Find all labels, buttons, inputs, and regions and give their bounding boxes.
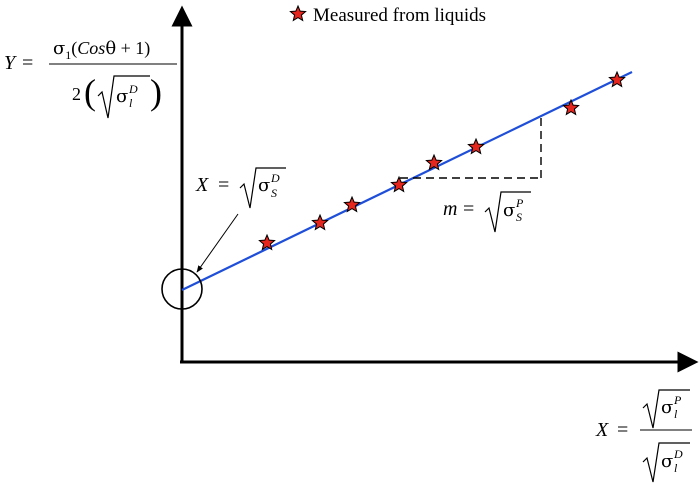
fit-line [181, 71, 633, 291]
slope-lhs: m [443, 198, 457, 220]
x-formula-denominator-sqrt-icon [642, 442, 690, 483]
data-point-star [467, 137, 485, 155]
intercept-sup: D [270, 171, 280, 185]
y-formula-numerator: σ1(Cosθ + 1) [53, 38, 150, 62]
y-formula-denominator: σ [116, 86, 128, 107]
slope-sigma: σ [503, 200, 515, 221]
intercept-sqrt-icon [239, 167, 286, 209]
x-formula-numerator-sigma: σ [661, 397, 673, 418]
y-formula-equals: = [22, 52, 33, 74]
data-point-star [608, 70, 626, 88]
y-formula-open-paren: ( [84, 72, 96, 112]
x-formula-denominator-sub: l [674, 461, 678, 475]
x-formula-numerator-sup: P [673, 393, 682, 407]
y-axis-formula: Y = σ1(Cosθ + 1) 2 ( σ D l ) [4, 38, 177, 119]
x-formula-equals: = [617, 419, 628, 441]
intercept-formula: X = σ D S [195, 167, 286, 209]
slope-sup: P [515, 196, 524, 210]
data-point-star [390, 175, 408, 193]
data-point-star [343, 195, 361, 213]
legend: Measured from liquids [289, 4, 486, 26]
legend-label: Measured from liquids [313, 5, 486, 26]
intercept-equals: = [218, 174, 229, 196]
y-formula-denominator-coef: 2 [72, 84, 81, 104]
intercept-lhs: X [195, 174, 209, 196]
intercept-pointer-arrow [196, 213, 239, 273]
x-formula-numerator-sqrt-icon [642, 389, 690, 429]
x-formula-numerator-sub: l [674, 407, 678, 421]
legend-star-icon [289, 4, 307, 22]
x-formula-lhs: X [595, 419, 609, 441]
legend-star-shape [289, 4, 307, 22]
intercept-sub: S [271, 186, 277, 200]
y-formula-sqrt-icon [97, 75, 150, 119]
slope-sqrt-icon [484, 191, 531, 233]
x-formula-denominator-sup: D [673, 447, 683, 461]
data-point-star [425, 153, 443, 171]
data-point-star [311, 213, 329, 231]
data-points [258, 70, 626, 251]
data-point-star [258, 233, 276, 251]
data-point-star [562, 98, 580, 116]
slope-equals: = [463, 198, 474, 220]
x-axis-formula: X = σ P l σ D l [595, 389, 692, 483]
y-formula-close-paren: ) [150, 72, 162, 112]
y-formula-denominator-sup: D [128, 82, 138, 96]
slope-sub: S [516, 210, 522, 224]
intercept-sigma: σ [258, 175, 270, 196]
slope-formula: m = σ P S [443, 191, 531, 233]
intercept-circle [161, 268, 203, 310]
x-formula-denominator-sigma: σ [661, 451, 673, 472]
y-formula-lhs: Y [4, 52, 17, 74]
y-formula-denominator-sub: l [129, 96, 133, 110]
